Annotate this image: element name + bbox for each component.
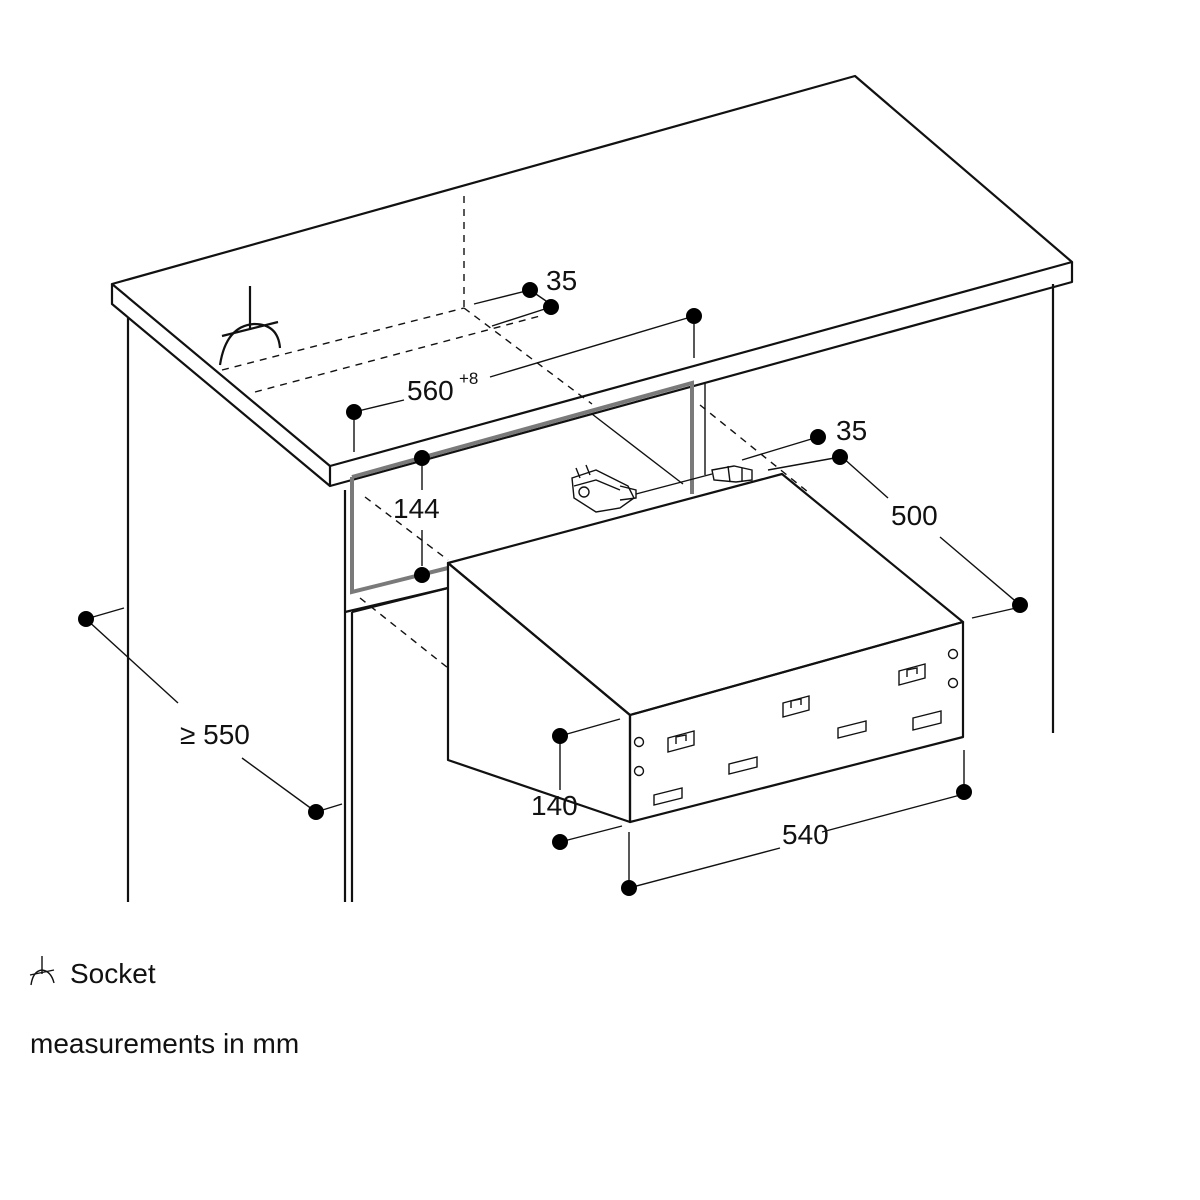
dimension-points: [78, 282, 1028, 896]
hidden-lines: [221, 196, 809, 669]
dimension-labels: 35 560 +8 144 35 500 ≥ 550 140 540: [180, 265, 938, 850]
dim-label-cutout-height: 144: [393, 493, 440, 524]
dimension-point: [552, 728, 568, 744]
dimension-point: [78, 611, 94, 627]
legend: Socket measurements in mm: [29, 956, 299, 1059]
dim-label-side-offset: 35: [836, 415, 867, 446]
dimension-point: [686, 308, 702, 324]
dimension-point: [543, 299, 559, 315]
dim-label-width-top: 35: [546, 265, 577, 296]
dim-label-appliance-width: 540: [782, 819, 829, 850]
appliance-front-details: [633, 648, 959, 806]
dim-label-appliance-height: 140: [531, 790, 578, 821]
dimension-point: [810, 429, 826, 445]
appliance-box: [446, 472, 965, 824]
dimension-point: [308, 804, 324, 820]
dim-label-min-cabinet-depth: ≥ 550: [180, 719, 250, 750]
dimension-point: [414, 567, 430, 583]
dimension-point: [1012, 597, 1028, 613]
legend-socket-label: Socket: [70, 958, 156, 989]
cabinet: [126, 284, 1055, 902]
countertop: [110, 74, 1074, 488]
dimension-point: [621, 880, 637, 896]
dimension-lines: [85, 289, 1021, 889]
dimension-point: [552, 834, 568, 850]
dimension-point: [832, 449, 848, 465]
power-plug-icon: [571, 464, 753, 513]
dim-label-cutout-width: 560: [407, 375, 454, 406]
socket-legend-icon: [29, 956, 55, 986]
dimension-point: [522, 282, 538, 298]
socket-symbol-icon: [218, 286, 282, 366]
dimension-point: [956, 784, 972, 800]
dim-label-depth: 500: [891, 500, 938, 531]
dim-label-cutout-width-tolerance: +8: [459, 369, 478, 388]
dimension-point: [346, 404, 362, 420]
units-note: measurements in mm: [30, 1028, 299, 1059]
dimension-point: [414, 450, 430, 466]
